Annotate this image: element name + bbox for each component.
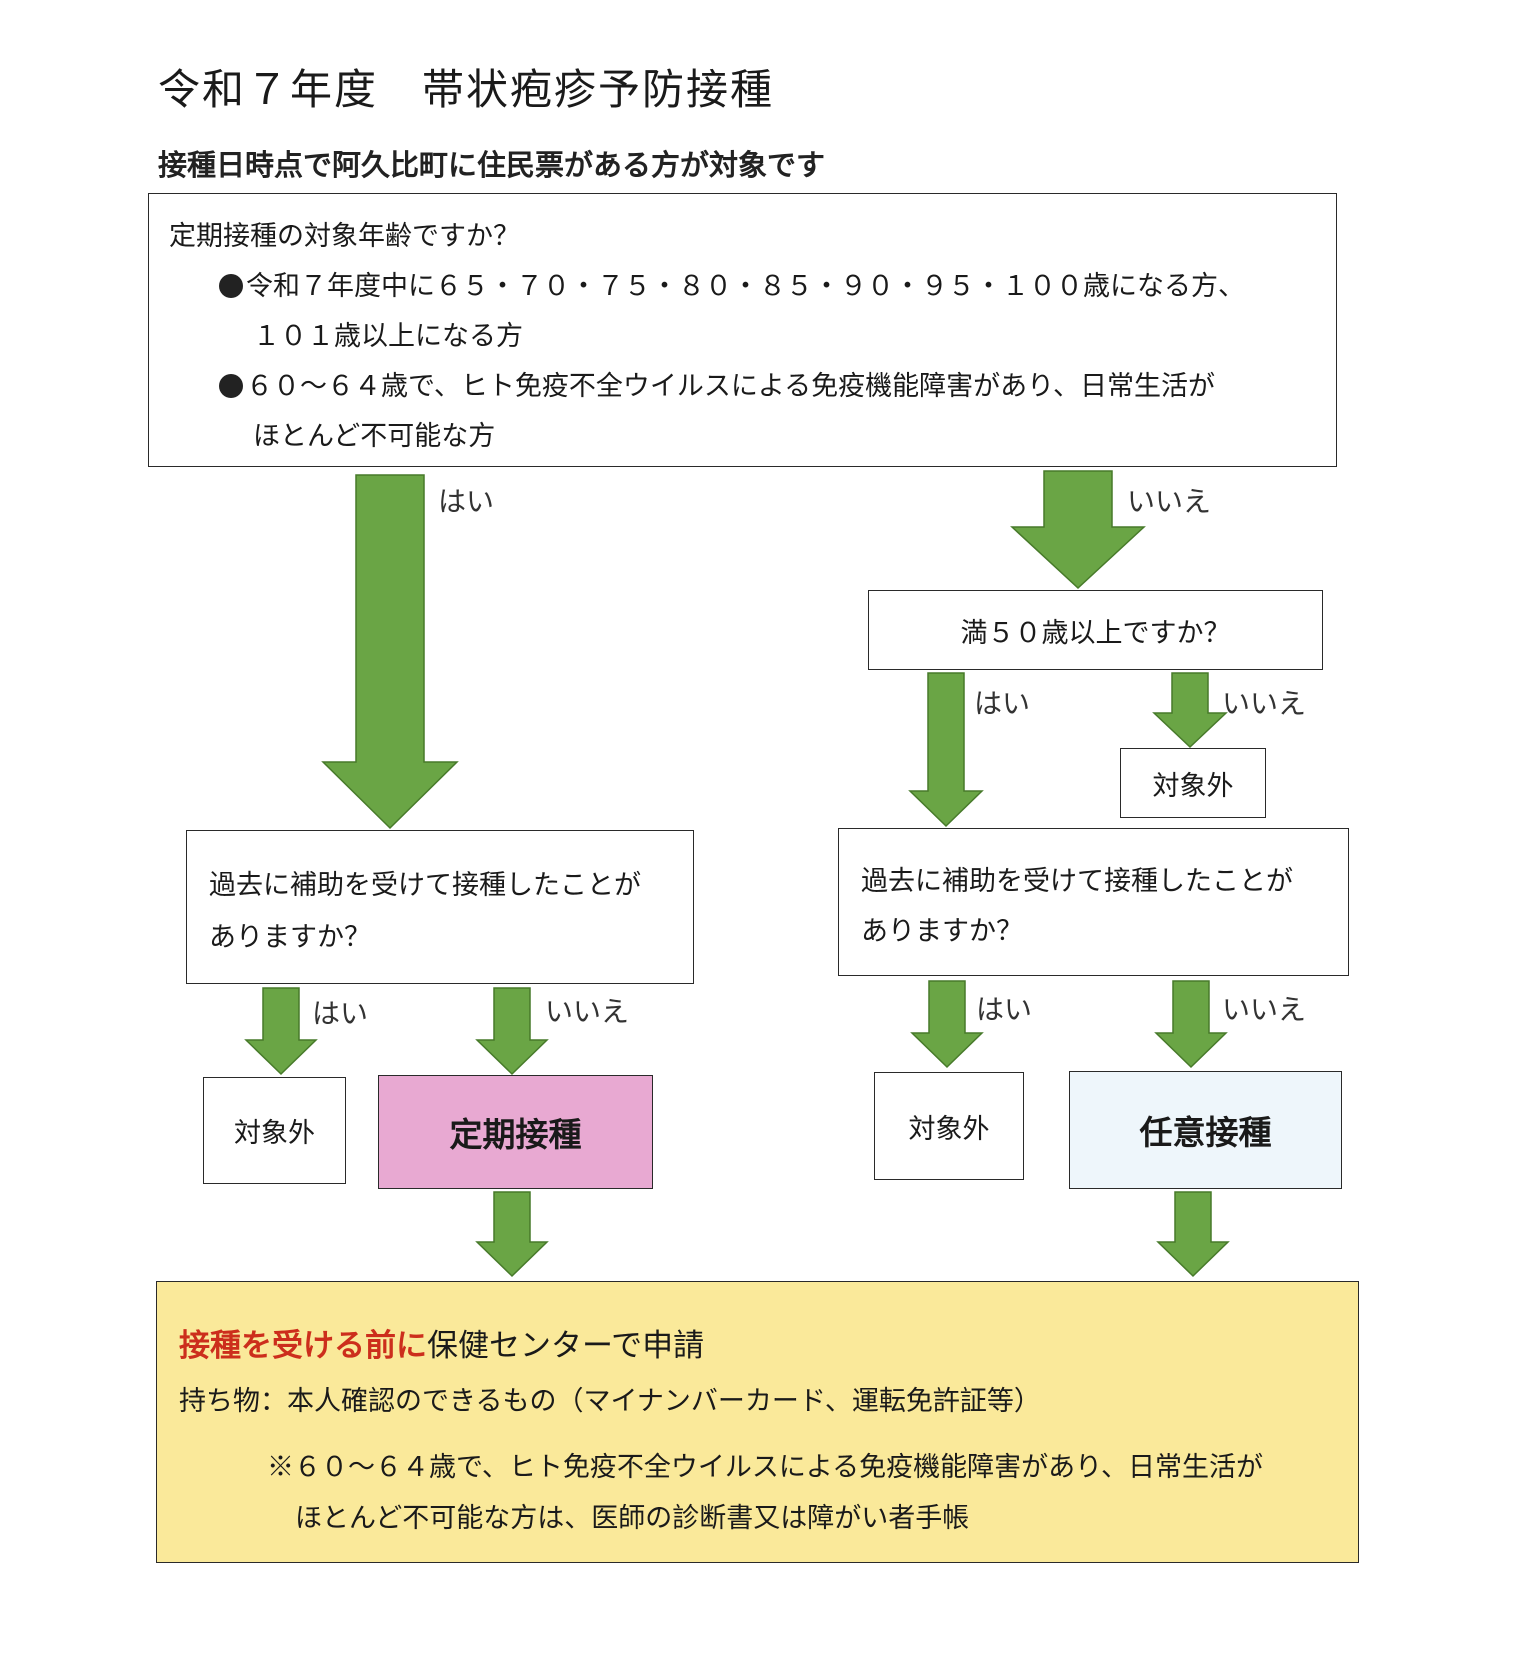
label-no-left-subsidy: いいえ bbox=[545, 995, 630, 1028]
page-subtitle: 接種日時点で阿久比町に住民票がある方が対象です bbox=[158, 148, 826, 182]
past-subsidy-box-left: 過去に補助を受けて接種したことが ありますか？ bbox=[186, 830, 694, 984]
page-title: 令和７年度 帯状疱疹予防接種 bbox=[158, 65, 775, 114]
age-50-question-box: 満５０歳以上ですか？ bbox=[868, 590, 1323, 670]
not-eligible-box-right: 対象外 bbox=[874, 1072, 1024, 1180]
bullet-2-text: ６０～６４歳で、ヒト免疫不全ウイルスによる免疫機能障害があり、日常生活が bbox=[246, 371, 1216, 402]
past-subsidy-line-1: 過去に補助を受けて接種したことが bbox=[861, 866, 1293, 897]
note-line-1: ※６０～６４歳で、ヒト免疫不全ウイルスによる免疫機能障害があり、日常生活が bbox=[267, 1452, 1264, 1483]
bullet-2-line-2: ほとんど不可能な方 bbox=[253, 421, 496, 452]
age-question: 定期接種の対象年齢ですか？ bbox=[169, 221, 520, 252]
past-subsidy-line-2: ありますか？ bbox=[209, 922, 371, 953]
arrow-yes-right-subsidy bbox=[910, 980, 984, 1069]
arrow-routine-to-apply bbox=[475, 1191, 549, 1278]
bullet-2-line-1: ６０～６４歳で、ヒト免疫不全ウイルスによる免疫機能障害があり、日常生活が bbox=[219, 364, 1215, 403]
application-heading-rest: 保健センターで申請 bbox=[427, 1328, 705, 1364]
bullet-icon bbox=[219, 374, 243, 398]
past-subsidy-line-2: ありますか？ bbox=[861, 916, 1023, 947]
application-heading: 接種を受ける前に保健センターで申請 bbox=[179, 1320, 704, 1365]
bullet-1-line-1: 令和７年度中に６５・７０・７５・８０・８５・９０・９５・１００歳になる方、 bbox=[219, 264, 1245, 303]
note-line-2: ほとんど不可能な方は、医師の診断書又は障がい者手帳 bbox=[295, 1503, 970, 1534]
label-no-right-subsidy: いいえ bbox=[1222, 993, 1307, 1026]
not-eligible-text: 対象外 bbox=[234, 1118, 315, 1149]
label-no-age50: いいえ bbox=[1222, 687, 1307, 720]
not-eligible-text: 対象外 bbox=[908, 1113, 990, 1145]
voluntary-vaccination-text: 任意接種 bbox=[1139, 1113, 1272, 1152]
past-subsidy-line-1: 過去に補助を受けて接種したことが bbox=[209, 870, 641, 901]
label-yes-age50: はい bbox=[974, 687, 1031, 720]
bullet-icon bbox=[219, 274, 243, 298]
arrow-no-right-1 bbox=[1010, 470, 1146, 590]
arrow-no-left-subsidy bbox=[475, 987, 549, 1076]
eligibility-age-box: 定期接種の対象年齢ですか？ 令和７年度中に６５・７０・７５・８０・８５・９０・９… bbox=[148, 193, 1337, 467]
arrow-voluntary-to-apply bbox=[1156, 1191, 1230, 1278]
arrow-yes-age50 bbox=[908, 672, 984, 828]
arrow-no-age50 bbox=[1152, 672, 1228, 749]
label-yes-left-subsidy: はい bbox=[312, 997, 369, 1030]
past-subsidy-box-right: 過去に補助を受けて接種したことが ありますか？ bbox=[838, 828, 1349, 976]
arrow-yes-left-large bbox=[321, 474, 459, 830]
routine-vaccination-box: 定期接種 bbox=[378, 1075, 653, 1189]
arrow-yes-left-subsidy bbox=[244, 987, 318, 1076]
not-eligible-box-left: 対象外 bbox=[203, 1077, 346, 1184]
belongings-text: 持ち物：本人確認のできるもの（マイナンバーカード、運転免許証等） bbox=[179, 1386, 1041, 1417]
bullet-1-line-2: １０１歳以上になる方 bbox=[253, 321, 523, 352]
application-heading-emphasis: 接種を受ける前に bbox=[179, 1328, 427, 1364]
label-no-1: いいえ bbox=[1127, 485, 1212, 518]
label-yes-1: はい bbox=[438, 485, 495, 518]
application-info-box: 接種を受ける前に保健センターで申請 持ち物：本人確認のできるもの（マイナンバーカ… bbox=[156, 1281, 1359, 1563]
voluntary-vaccination-box: 任意接種 bbox=[1069, 1071, 1342, 1189]
not-eligible-text: 対象外 bbox=[1152, 770, 1234, 802]
label-yes-right-subsidy: はい bbox=[976, 993, 1033, 1026]
routine-vaccination-text: 定期接種 bbox=[449, 1115, 582, 1154]
arrow-no-right-subsidy bbox=[1154, 980, 1228, 1069]
bullet-1-text: 令和７年度中に６５・７０・７５・８０・８５・９０・９５・１００歳になる方、 bbox=[246, 271, 1245, 302]
not-eligible-box-top-right: 対象外 bbox=[1120, 748, 1266, 818]
age-50-question: 満５０歳以上ですか？ bbox=[960, 617, 1231, 649]
